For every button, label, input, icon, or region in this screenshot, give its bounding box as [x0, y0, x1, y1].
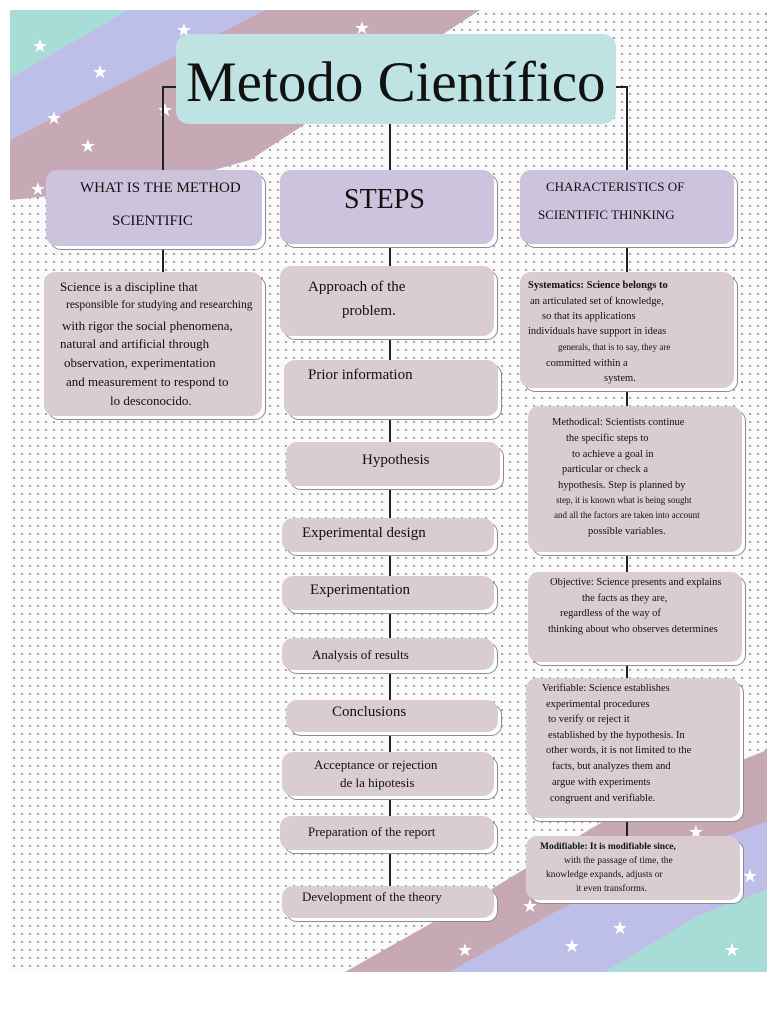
characteristic-line: experimental procedures: [546, 699, 650, 710]
characteristic-line: the facts as they are,: [582, 593, 668, 604]
step-label: Conclusions: [332, 704, 407, 720]
characteristic-line: knowledge expands, adjusts or: [546, 870, 663, 880]
step-label: Development of the theory: [302, 889, 442, 904]
connector-title-to-what: [162, 86, 176, 88]
star-icons: ★ ★ ★ ★ ★ ★ ★ ★ ★ ★ ★ ★ ★ ★ ★: [30, 18, 758, 961]
what-body-line: Science is a discipline that: [60, 279, 198, 294]
what-body-line: observation, experimentation: [64, 355, 216, 370]
steps-header: STEPS: [344, 184, 425, 215]
steps-header-box: [280, 170, 494, 244]
connector-what-vertical: [162, 86, 164, 180]
star-icon: ★: [742, 866, 758, 887]
star-icon: ★: [157, 100, 173, 121]
characteristic-line: an articulated set of knowledge,: [530, 296, 664, 307]
characteristic-line: it even transforms.: [576, 884, 647, 894]
star-icon: ★: [46, 108, 62, 129]
star-icon: ★: [354, 18, 370, 39]
characteristic-line: facts, but analyzes them and: [552, 761, 671, 772]
characteristic-line: system.: [604, 373, 636, 384]
what-body-line: with rigor the social phenomena,: [62, 318, 233, 333]
step-label: problem.: [342, 303, 396, 319]
page-title: Metodo Científico: [186, 51, 606, 114]
characteristic-line: other words, it is not limited to the: [546, 745, 692, 756]
characteristic-line: the specific steps to: [566, 433, 649, 444]
characteristic-line: regardless of the way of: [560, 608, 661, 619]
what-body-line: natural and artificial through: [60, 336, 210, 351]
characteristic-line: Modifiable: It is modifiable since,: [540, 842, 676, 852]
characteristic-line: Systematics: Science belongs to: [528, 280, 668, 291]
step-box: [286, 442, 500, 486]
what-body-line: lo desconocido.: [110, 393, 192, 408]
step-label: Preparation of the report: [308, 824, 436, 839]
characteristic-line: to verify or reject it: [548, 714, 630, 725]
characteristic-line: congruent and verifiable.: [550, 793, 656, 804]
step-box: [282, 576, 494, 610]
star-icon: ★: [564, 936, 580, 957]
step-box: [282, 518, 494, 552]
what-header-line-1: WHAT IS THE METHOD: [80, 180, 241, 196]
characteristic-box-verifiable: [526, 678, 740, 818]
decor-band-teal-bottom: [605, 890, 767, 972]
step-box: [284, 360, 498, 416]
characteristic-line: generals, that is to say, they are: [558, 342, 671, 352]
characteristics-header-line-1: CHARACTERISTICS OF: [546, 179, 685, 194]
characteristic-box-systematics: [520, 272, 734, 388]
connector-characteristics-vertical: [626, 86, 628, 170]
step-label: de la hipotesis: [340, 775, 415, 790]
characteristic-line: possible variables.: [588, 526, 666, 537]
connector-what-header-to-body: [162, 248, 164, 274]
characteristic-box-objective: [528, 572, 742, 662]
connector-title-to-characteristics: [614, 86, 628, 88]
step-box: [282, 752, 494, 796]
characteristic-line: particular or check a: [562, 464, 648, 475]
star-icon: ★: [612, 918, 628, 939]
star-icon: ★: [92, 62, 108, 83]
characteristic-line: Verifiable: Science establishes: [542, 683, 670, 694]
what-body-line: responsible for studying and researching: [66, 299, 253, 311]
step-label: Approach of the: [308, 279, 406, 295]
star-icon: ★: [30, 179, 46, 200]
characteristic-line: so that its applications: [542, 311, 636, 322]
step-label: Analysis of results: [312, 647, 409, 662]
characteristic-box-methodical: [528, 406, 742, 552]
step-label: Prior information: [308, 367, 413, 383]
characteristic-line: with the passage of time, the: [564, 856, 673, 866]
characteristic-line: hypothesis. Step is planned by: [558, 480, 686, 491]
step-label: Experimentation: [310, 582, 410, 598]
what-body-line: and measurement to respond to: [66, 374, 229, 389]
characteristic-box-modifiable: [526, 836, 740, 900]
what-header-box: [46, 170, 262, 246]
characteristic-line: and all the factors are taken into accou…: [554, 510, 700, 520]
step-box: [280, 816, 494, 850]
step-label: Experimental design: [302, 525, 426, 541]
step-box: [282, 638, 494, 670]
characteristic-line: Objective: Science presents and explains: [550, 577, 722, 588]
characteristic-line: argue with experiments: [552, 777, 651, 788]
step-label: Acceptance or rejection: [314, 757, 438, 772]
connector-title-to-steps: [389, 122, 391, 170]
star-icon: ★: [522, 896, 538, 917]
characteristics-header-box: [520, 170, 734, 244]
star-icon: ★: [32, 36, 48, 57]
characteristic-line: Methodical: Scientists continue: [552, 417, 685, 428]
characteristic-line: step, it is known what is being sought: [556, 495, 692, 505]
star-icon: ★: [457, 940, 473, 961]
characteristic-line: thinking about who observes determines: [548, 624, 718, 635]
star-icon: ★: [724, 940, 740, 961]
characteristic-line: established by the hypothesis. In: [548, 730, 685, 741]
connector-steps-spine: [389, 244, 391, 886]
star-icon: ★: [80, 136, 96, 157]
step-label: Hypothesis: [362, 452, 430, 468]
what-header-line-2: SCIENTIFIC: [112, 213, 193, 229]
characteristics-header-line-2: SCIENTIFIC THINKING: [538, 207, 675, 222]
characteristic-line: committed within a: [546, 358, 628, 369]
what-body-box: [44, 272, 262, 416]
step-box: [280, 266, 494, 336]
step-box: [286, 700, 498, 732]
characteristic-line: individuals have support in ideas: [528, 326, 667, 337]
characteristic-line: to achieve a goal in: [572, 449, 654, 460]
concept-map: ★ ★ ★ ★ ★ ★ ★ ★ ★ ★ ★ ★ ★ ★ ★ Metodo Cie…: [10, 10, 767, 972]
step-box: [282, 886, 494, 918]
title-box: [176, 34, 616, 124]
